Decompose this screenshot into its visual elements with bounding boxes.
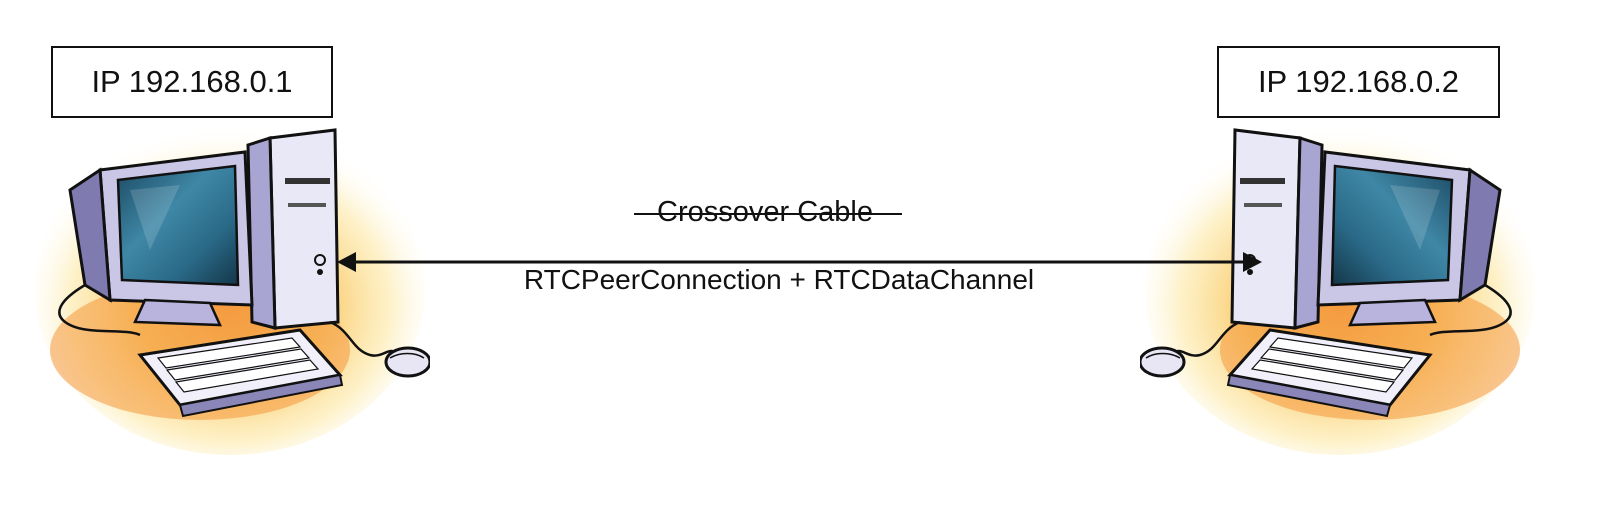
desktop-computer-icon bbox=[33, 123, 430, 457]
left-host-ip-label: IP 192.168.0.1 bbox=[91, 64, 293, 99]
right-host-ip-box: IP 192.168.0.2 bbox=[1217, 46, 1500, 118]
connection-label: RTCPeerConnection + RTCDataChannel bbox=[523, 264, 1035, 295]
desktop-computer-icon bbox=[1140, 123, 1537, 457]
left-host-ip-box: IP 192.168.0.1 bbox=[51, 46, 333, 118]
strikethrough-line bbox=[634, 213, 902, 215]
right-host-ip-label: IP 192.168.0.2 bbox=[1257, 64, 1460, 99]
struck-crossover-cable-label: Crossover Cable bbox=[657, 196, 873, 228]
